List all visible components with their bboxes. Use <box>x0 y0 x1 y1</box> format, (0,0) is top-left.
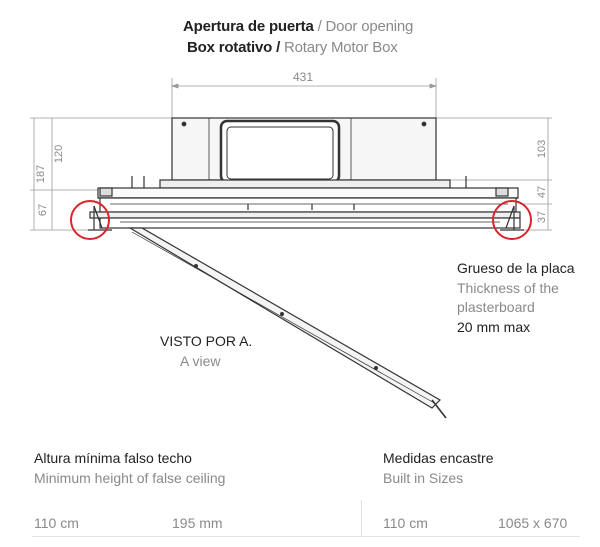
dimension-width <box>170 78 438 118</box>
plasterboard-en-1: Thickness of the <box>457 280 559 296</box>
subtitle-end: Box <box>368 39 398 56</box>
dim-right-mid: 47 <box>536 186 548 198</box>
view-es: VISTO POR A. <box>160 333 253 349</box>
title-es: Apertura de puerta <box>183 18 314 35</box>
highlight-circle-left <box>70 200 110 240</box>
plasterboard-en-2: plasterboard <box>457 299 535 315</box>
dim-left-upper: 120 <box>53 145 65 163</box>
dim-right-upper: 103 <box>536 140 548 158</box>
dim-width-label: 431 <box>293 70 313 84</box>
title-en: / Door opening <box>313 18 414 35</box>
min-height-en: Minimum height of false ceiling <box>34 470 226 486</box>
min-height-es: Altura mínima falso techo <box>34 450 192 466</box>
dimension-left <box>30 117 172 231</box>
built-in-en: Built in Sizes <box>383 470 464 486</box>
left-hinge <box>88 205 112 231</box>
door-panel <box>127 227 447 419</box>
title-line-2: Box rotativo / Rotary Motor Box <box>187 39 398 56</box>
vertical-divider <box>361 500 362 536</box>
built-in-value-2: 1065 x 670 <box>498 515 568 531</box>
highlight-circle-right <box>492 200 532 240</box>
plasterboard-es: Grueso de la placa <box>457 260 575 276</box>
subtitle-es: Box rotativo / <box>187 39 285 56</box>
title-line-1: Apertura de puerta / Door opening <box>183 18 413 35</box>
min-height-value-2: 195 mm <box>172 515 223 531</box>
bottom-divider <box>32 536 580 537</box>
plasterboard-value: 20 mm max <box>457 319 531 335</box>
frame-rails <box>89 176 521 229</box>
dimension-right <box>436 117 552 231</box>
view-en: A view <box>180 353 221 369</box>
subtitle-mid: Rotary Motor <box>284 39 369 56</box>
right-hinge <box>500 205 524 231</box>
min-height-value-1: 110 cm <box>34 515 79 531</box>
motor-box <box>171 117 437 184</box>
dim-left-total: 187 <box>35 165 47 183</box>
dim-right-lower: 37 <box>536 211 548 223</box>
dim-left-lower: 67 <box>37 204 49 216</box>
built-in-value-1: 110 cm <box>383 515 428 531</box>
built-in-es: Medidas encastre <box>383 450 494 466</box>
